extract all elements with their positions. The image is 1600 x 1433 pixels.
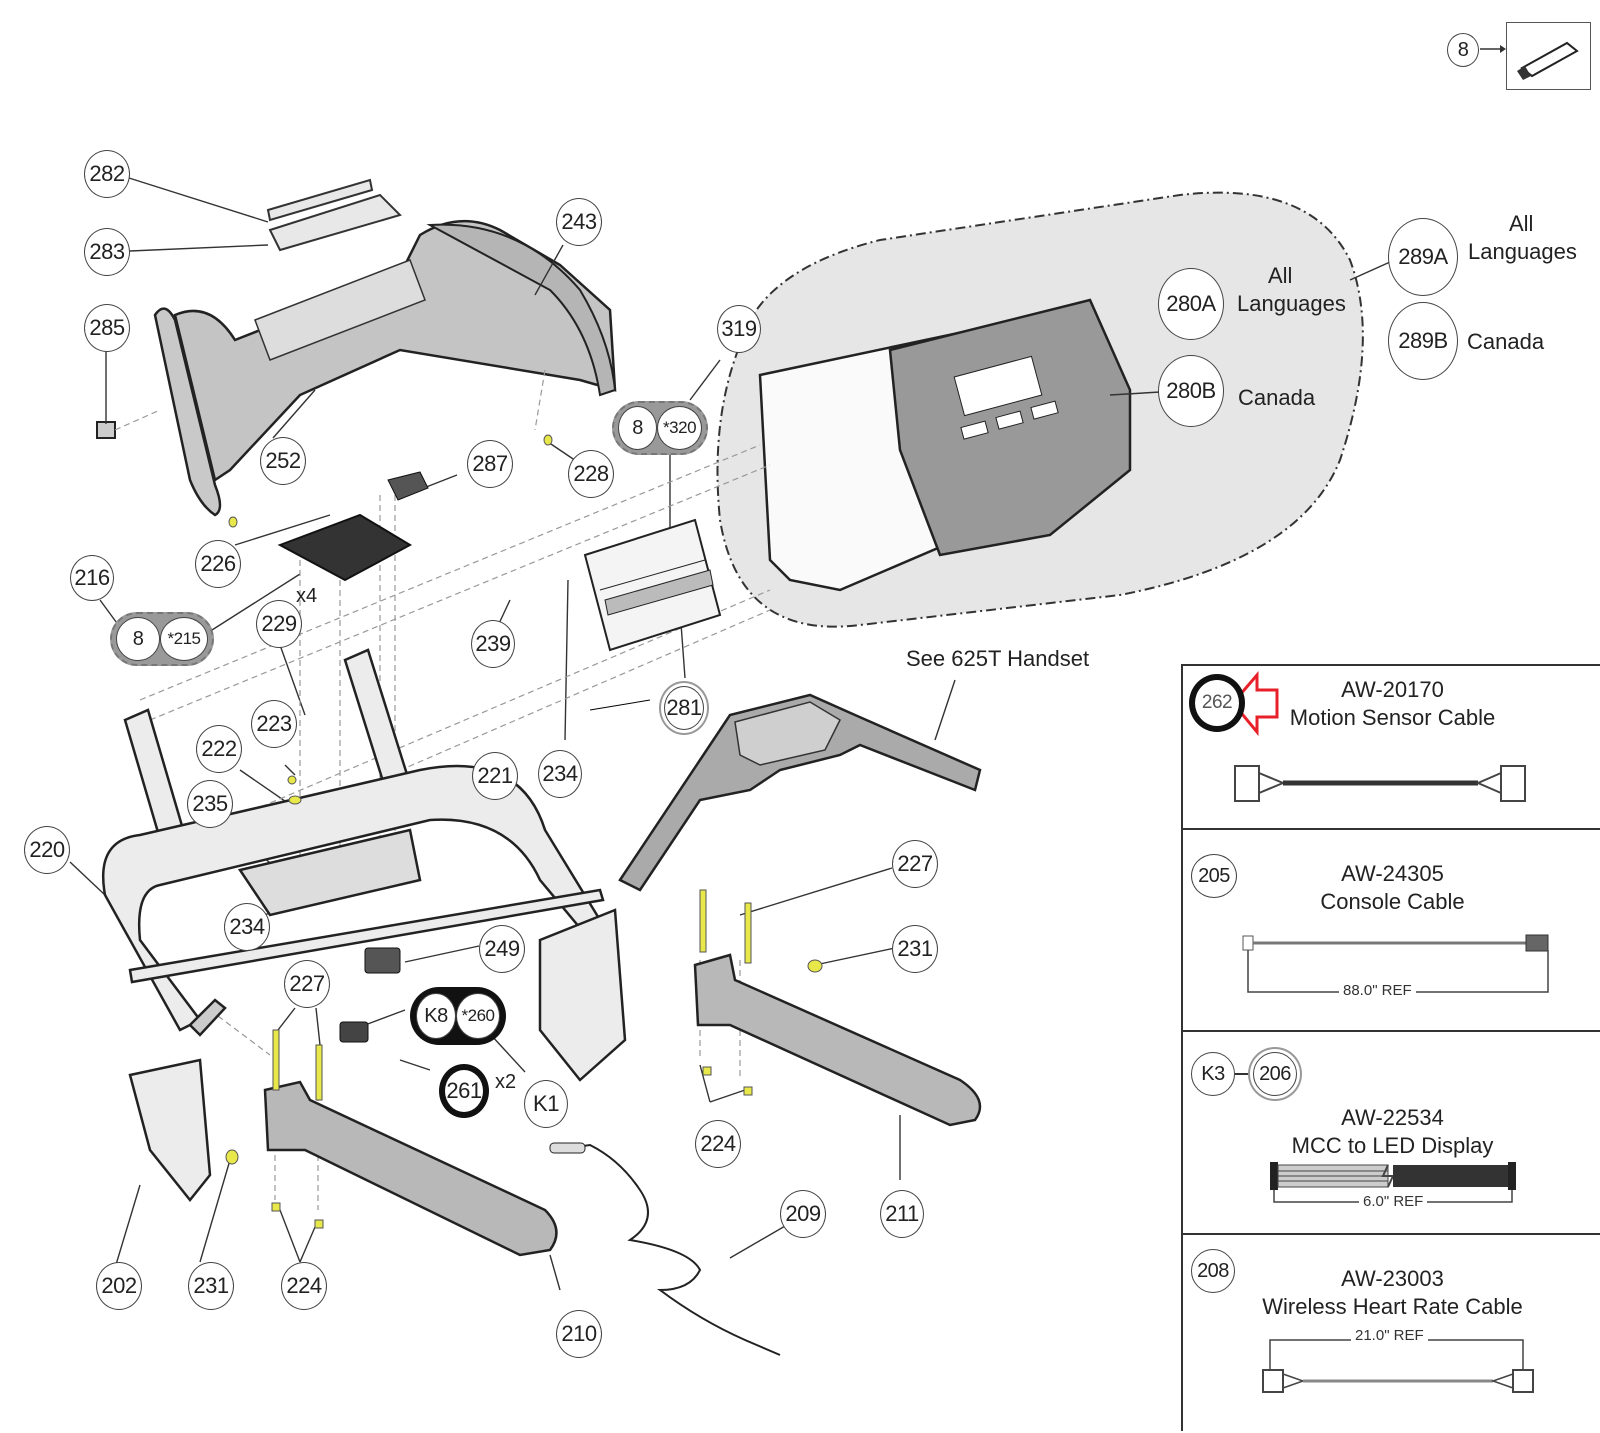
callout-252[interactable]: 252: [260, 437, 306, 485]
callout-283[interactable]: 283: [84, 228, 130, 276]
ribbon-cable-icon: [1270, 1162, 1516, 1203]
small-parts: [339, 947, 781, 1356]
circuit-boards: [277, 471, 722, 652]
cable-panel: 262 AW-20170 Motion Sensor Cable 205 AW-…: [1181, 664, 1600, 1431]
callout-223[interactable]: 223: [251, 700, 297, 748]
upright-frame: [101, 648, 627, 1203]
callout-281[interactable]: 281: [664, 686, 704, 730]
label-280A-all: All: [1268, 263, 1293, 288]
cable-row-206[interactable]: K3 206 AW-22534 MCC to LED Display 6.0" …: [1183, 1032, 1600, 1235]
kit-216[interactable]: 8 *215: [110, 612, 214, 666]
cable-name: MCC to LED Display: [1291, 1133, 1494, 1158]
qty-x4-label: x4: [296, 585, 318, 607]
kit-K1[interactable]: K8 *260: [410, 987, 506, 1045]
kit-216-part-b[interactable]: *215: [160, 617, 208, 661]
cable-part-number: AW-20170: [1341, 677, 1444, 702]
callout-224-right[interactable]: 224: [695, 1120, 741, 1168]
kit-319[interactable]: 8 *320: [612, 401, 708, 455]
callout-319[interactable]: 319: [717, 305, 761, 353]
callout-231-right[interactable]: 231: [892, 925, 938, 973]
callout-231-left[interactable]: 231: [188, 1262, 234, 1310]
callout-208[interactable]: 208: [1191, 1249, 1235, 1293]
callout-243[interactable]: 243: [556, 198, 602, 246]
label-280B-canada: Canada: [1238, 385, 1316, 410]
cable-name: Console Cable: [1320, 889, 1465, 914]
cable-name: Wireless Heart Rate Cable: [1262, 1294, 1523, 1319]
callout-249[interactable]: 249: [479, 925, 525, 973]
callout-222[interactable]: 222: [196, 725, 242, 773]
label-289A-languages: Languages: [1468, 239, 1577, 264]
callout-210[interactable]: 210: [556, 1310, 602, 1358]
callout-261[interactable]: 261: [439, 1064, 489, 1118]
callout-221[interactable]: 221: [472, 752, 518, 800]
kit-216-part-a[interactable]: 8: [116, 617, 160, 661]
callout-280B[interactable]: 280B: [1158, 355, 1224, 427]
cable-part-number: AW-24305: [1341, 861, 1444, 886]
callout-202[interactable]: 202: [96, 1262, 142, 1310]
label-280A-languages: Languages: [1237, 291, 1346, 316]
highlight-arrow-icon: [1231, 670, 1279, 737]
callout-262[interactable]: 262: [1189, 674, 1245, 732]
cable-row-208[interactable]: 208 AW-23003 Wireless Heart Rate Cable 2…: [1183, 1235, 1600, 1433]
callout-239[interactable]: 239: [471, 620, 515, 668]
usb-stick-icon: [1506, 22, 1591, 90]
callout-227-right[interactable]: 227: [892, 840, 938, 888]
callout-227-left[interactable]: 227: [284, 960, 330, 1008]
label-289B-canada: Canada: [1467, 329, 1545, 354]
callout-206[interactable]: 206: [1253, 1052, 1297, 1096]
cable-row-262[interactable]: 262 AW-20170 Motion Sensor Cable: [1183, 666, 1600, 830]
kit-319-part-b[interactable]: *320: [657, 406, 702, 450]
kit-K1-part-b[interactable]: *260: [456, 993, 500, 1039]
handset-note: See 625T Handset: [906, 646, 1090, 671]
cable-name: Motion Sensor Cable: [1289, 705, 1496, 730]
console-shroud: [96, 178, 617, 517]
callout-234-lower[interactable]: 234: [224, 903, 270, 951]
kit-arrow: [1235, 1073, 1251, 1075]
cable-length-ref: 6.0" REF: [1359, 1193, 1428, 1210]
callout-K3[interactable]: K3: [1191, 1052, 1235, 1096]
bolts: [225, 434, 823, 1229]
callout-205[interactable]: 205: [1191, 854, 1237, 898]
accessory-arrow: [1480, 45, 1506, 53]
callout-285[interactable]: 285: [84, 304, 130, 352]
callout-209[interactable]: 209: [780, 1190, 826, 1238]
callout-235[interactable]: 235: [187, 780, 233, 828]
label-289A-all: All: [1509, 211, 1534, 236]
callout-K1[interactable]: K1: [524, 1080, 568, 1128]
kit-319-part-a[interactable]: 8: [618, 406, 658, 450]
callout-289A[interactable]: 289A: [1388, 218, 1458, 296]
callout-216[interactable]: 216: [70, 555, 114, 601]
cable-part-number: AW-23003: [1341, 1266, 1444, 1291]
motion-sensor-cable-icon: [1234, 765, 1526, 802]
callout-234[interactable]: 234: [538, 750, 582, 798]
callout-280A[interactable]: 280A: [1158, 268, 1224, 340]
cable-length-ref: 21.0" REF: [1351, 1327, 1428, 1344]
cable-part-number: AW-22534: [1341, 1105, 1444, 1130]
cable-length-ref: 88.0" REF: [1339, 982, 1416, 999]
callout-224-left[interactable]: 224: [281, 1262, 327, 1310]
callout-220[interactable]: 220: [24, 826, 70, 874]
callout-228[interactable]: 228: [568, 450, 614, 498]
callout-287[interactable]: 287: [467, 440, 513, 488]
callout-289B[interactable]: 289B: [1388, 302, 1458, 380]
callout-accessory[interactable]: 8: [1447, 33, 1479, 67]
handset: [618, 693, 982, 892]
handrails: [263, 699, 982, 1257]
callout-226[interactable]: 226: [195, 540, 241, 588]
qty-x2-label: x2: [495, 1071, 517, 1093]
callout-229[interactable]: 229: [256, 600, 302, 648]
callout-211[interactable]: 211: [880, 1190, 924, 1238]
callout-282[interactable]: 282: [84, 150, 130, 198]
kit-K1-part-a[interactable]: K8: [416, 993, 456, 1039]
cable-row-205[interactable]: 205 AW-24305 Console Cable 88.0" REF: [1183, 830, 1600, 1032]
